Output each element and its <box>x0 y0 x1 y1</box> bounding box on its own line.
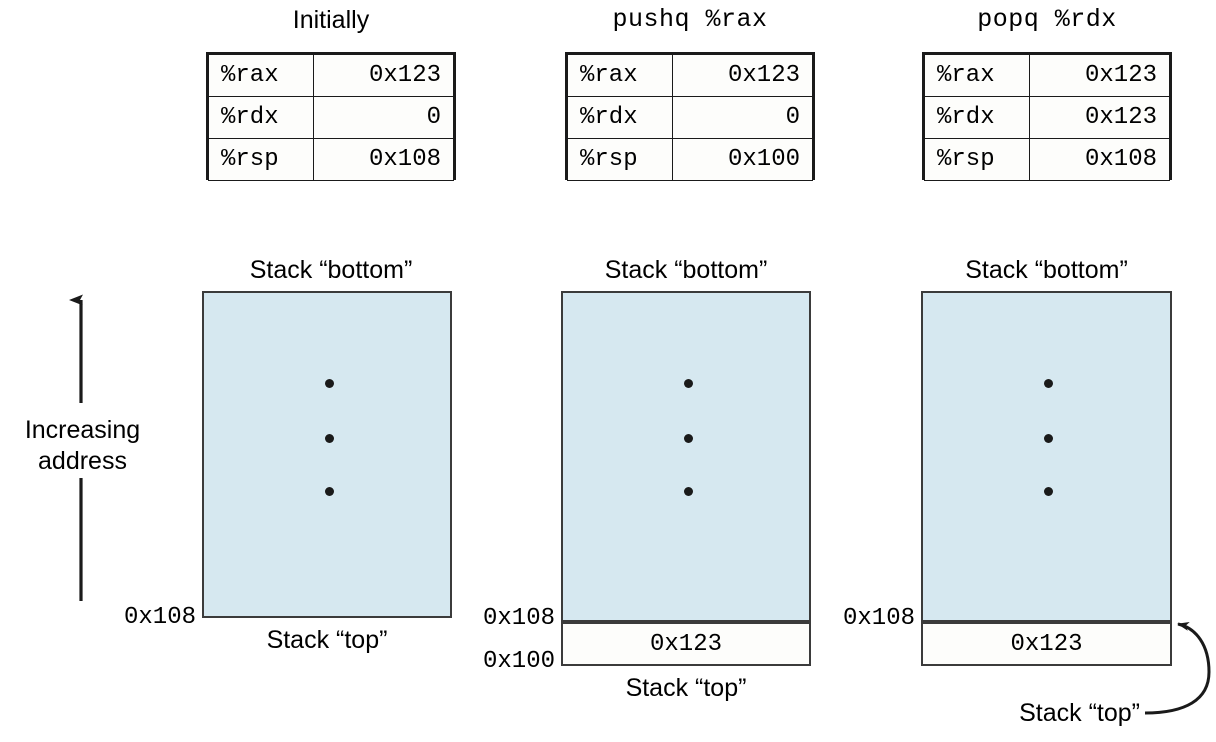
register-name: %rax <box>207 54 315 97</box>
stack-region-initially <box>202 291 452 618</box>
table-row: %rax 0x123 <box>566 54 813 97</box>
ellipsis-dot <box>325 487 334 496</box>
table-row: %rdx 0 <box>566 96 813 139</box>
register-value: 0 <box>313 96 454 139</box>
register-name: %rsp <box>207 138 315 181</box>
column-title-popq: popq %rdx <box>977 5 1117 34</box>
stack-address-label: 0x108 <box>842 605 915 632</box>
register-table-pushq: %rax 0x123 %rdx 0 %rsp 0x100 <box>565 52 815 181</box>
increasing-address-line1: Increasing <box>24 416 141 444</box>
register-value: 0x108 <box>313 138 454 181</box>
register-value: 0x108 <box>1029 138 1170 181</box>
register-name: %rsp <box>566 138 674 181</box>
ellipsis-dot <box>325 434 334 443</box>
register-name: %rax <box>923 54 1031 97</box>
ellipsis-dot <box>684 379 693 388</box>
register-name: %rdx <box>207 96 315 139</box>
register-value: 0 <box>672 96 813 139</box>
ellipsis-dot <box>684 434 693 443</box>
column-title-initially: Initially <box>292 6 370 34</box>
register-table-popq: %rax 0x123 %rdx 0x123 %rsp 0x108 <box>922 52 1172 181</box>
register-value: 0x123 <box>313 54 454 97</box>
stack-bottom-caption-pushq: Stack “bottom” <box>604 256 768 284</box>
pushed-stack-cell-pushq: 0x123 <box>561 622 811 666</box>
register-value: 0x123 <box>1029 54 1170 97</box>
register-name: %rdx <box>566 96 674 139</box>
ellipsis-dot <box>1044 434 1053 443</box>
stack-address-label: 0x108 <box>123 604 196 631</box>
table-row: %rsp 0x108 <box>923 138 1170 181</box>
ellipsis-dot <box>1044 379 1053 388</box>
table-row: %rsp 0x108 <box>207 138 454 181</box>
ellipsis-dot <box>684 487 693 496</box>
register-name: %rsp <box>923 138 1031 181</box>
stack-top-callout-label-popq: Stack “top” <box>1019 699 1140 727</box>
table-row: %rax 0x123 <box>923 54 1170 97</box>
stack-address-label: 0x100 <box>482 648 555 675</box>
increasing-address-label: Increasing address <box>0 415 165 477</box>
table-row: %rdx 0x123 <box>923 96 1170 139</box>
register-table-initially: %rax 0x123 %rdx 0 %rsp 0x108 <box>206 52 456 181</box>
stack-bottom-caption-initially: Stack “bottom” <box>249 256 413 284</box>
table-row: %rdx 0 <box>207 96 454 139</box>
register-value: 0x123 <box>1029 96 1170 139</box>
register-name: %rax <box>566 54 674 97</box>
stack-address-label: 0x108 <box>482 605 555 632</box>
register-name: %rdx <box>923 96 1031 139</box>
register-value: 0x123 <box>672 54 813 97</box>
stack-top-caption-pushq: Stack “top” <box>625 674 747 702</box>
table-row: %rsp 0x100 <box>566 138 813 181</box>
ellipsis-dot <box>1044 487 1053 496</box>
stack-top-caption-initially: Stack “top” <box>266 626 388 654</box>
column-title-pushq: pushq %rax <box>612 5 768 34</box>
increasing-address-line2: address <box>38 447 127 475</box>
stack-region-popq <box>921 291 1172 622</box>
register-value: 0x100 <box>672 138 813 181</box>
stack-region-pushq <box>561 291 811 622</box>
ellipsis-dot <box>325 379 334 388</box>
stack-bottom-caption-popq: Stack “bottom” <box>965 256 1128 284</box>
table-row: %rax 0x123 <box>207 54 454 97</box>
popped-stack-cell-popq: 0x123 <box>921 622 1172 666</box>
